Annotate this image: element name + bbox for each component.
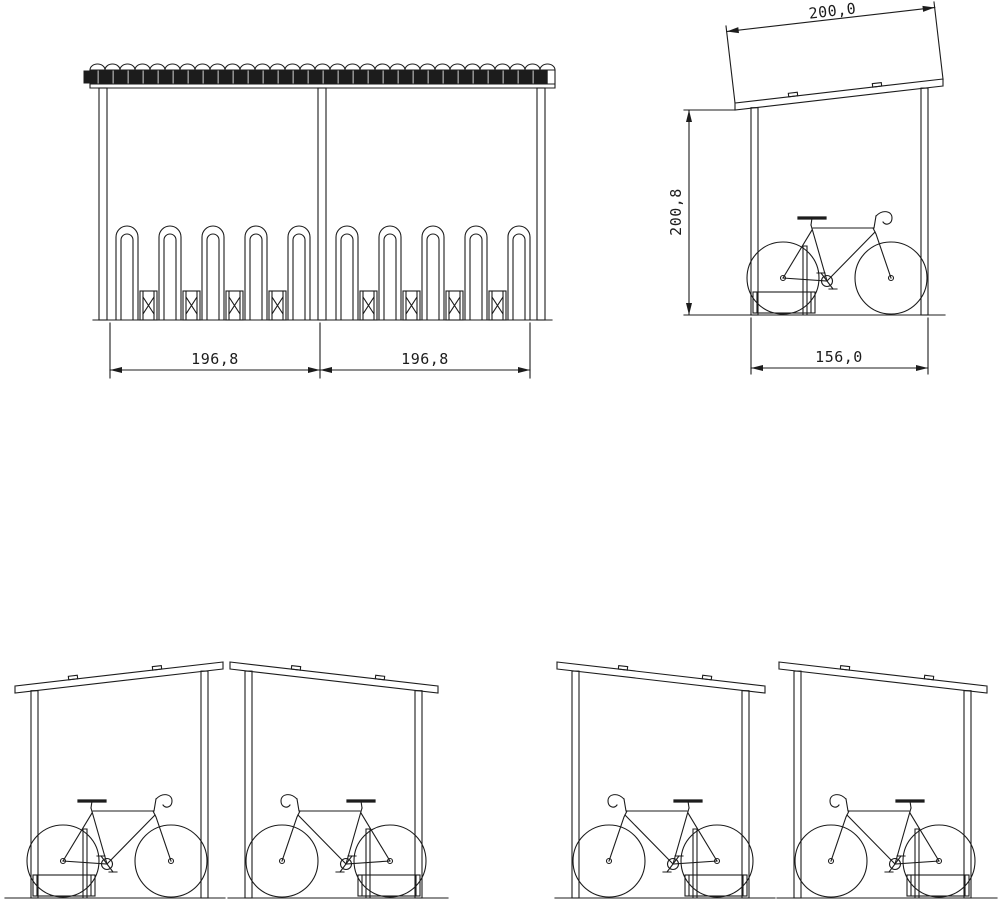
corrugated-roof-edge: [89, 63, 556, 71]
wheel-slot: [488, 290, 507, 321]
extension-lines: [683, 109, 748, 316]
dimension-line: [726, 5, 936, 34]
bike-rack-hoop: [287, 225, 311, 321]
shelter-drawing-mirrored: [228, 662, 448, 898]
dimension-bay-left: 196,8: [109, 322, 321, 379]
extension-lines: [750, 317, 929, 375]
bike-rack-hoop: [115, 225, 139, 321]
bike-rack-hoop: [244, 225, 268, 321]
wheel-slot: [359, 290, 378, 321]
dimension-roof-length: 200,0: [725, 0, 944, 104]
dimension-label: 200,8: [667, 188, 685, 236]
wheel-slot: [268, 290, 287, 321]
bike-rack-hoop: [335, 225, 359, 321]
bike-rack-hoop: [158, 225, 182, 321]
post-middle: [317, 87, 327, 321]
shelter-drawing-mirrored: [777, 662, 997, 898]
config-face-to-face-view: [5, 662, 448, 898]
wheel-slot: [445, 290, 464, 321]
dimension-bay-right: 196,8: [319, 322, 531, 379]
shelter-drawing: [725, 79, 945, 315]
extension-lines: [725, 1, 944, 104]
wheel-slot: [139, 290, 158, 321]
dimension-label: 200,0: [808, 0, 857, 23]
bike-rack-hoop: [421, 225, 445, 321]
side-elevation-view: 200,0 200,8 156,0: [667, 0, 945, 375]
config-in-row-view: [555, 662, 997, 898]
post-left: [98, 87, 108, 321]
bike-rack-hoop: [378, 225, 402, 321]
dimension-depth: 156,0: [750, 317, 929, 375]
front-elevation-view: 196,8 196,8: [83, 63, 562, 379]
wheel-slot: [182, 290, 201, 321]
shelter-drawing-mirrored: [555, 662, 775, 898]
dimension-label: 156,0: [815, 348, 863, 366]
post-right: [536, 87, 546, 321]
bike-rack-hoop: [464, 225, 488, 321]
shelter-drawing: [5, 662, 225, 898]
dimension-height: 200,8: [667, 109, 748, 316]
dimension-label: 196,8: [401, 350, 449, 368]
bike-rack-hoop: [507, 225, 531, 321]
wheel-slot: [402, 290, 421, 321]
dimension-label: 196,8: [191, 350, 239, 368]
bike-rack-hoop: [201, 225, 225, 321]
wheel-slot: [225, 290, 244, 321]
